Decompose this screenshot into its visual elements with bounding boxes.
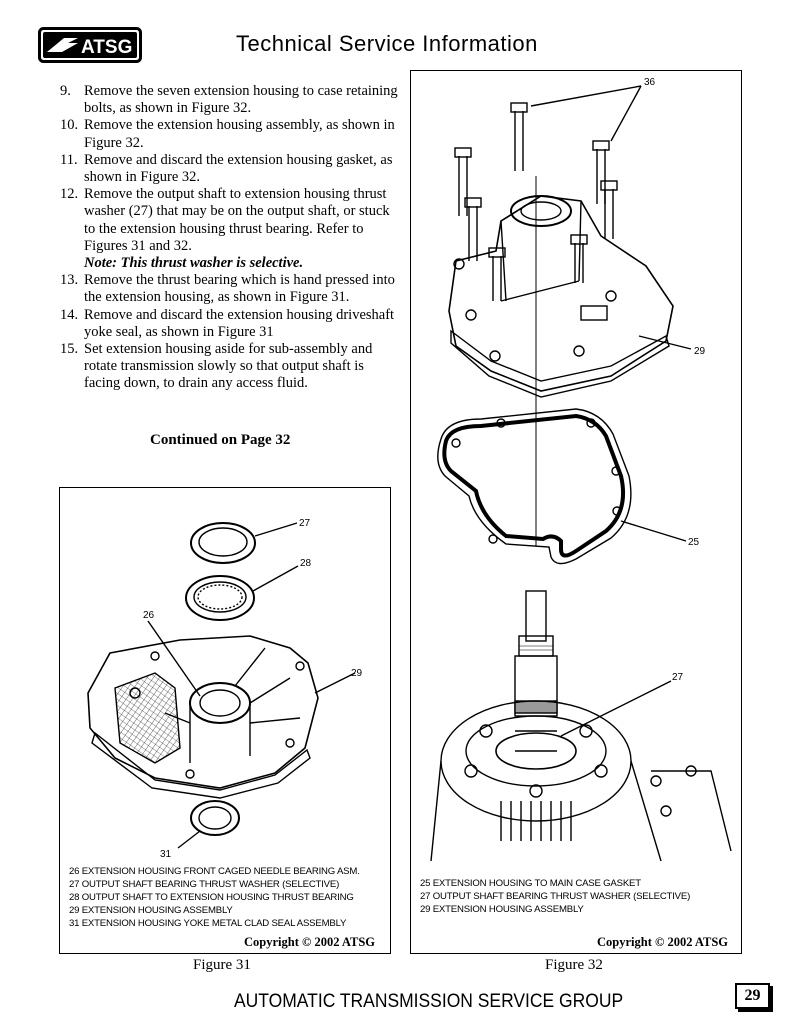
callout-29: 29 (351, 668, 363, 679)
callout-29: 29 (694, 346, 706, 357)
callout-31: 31 (160, 849, 172, 860)
step-10: 10.Remove the extension housing assembly… (60, 117, 395, 151)
legend-item: 27 OUTPUT SHAFT BEARING THRUST WASHER (S… (69, 879, 340, 890)
atsg-logo: ATSG (38, 27, 142, 63)
step-14: 14.Remove and discard the extension hous… (60, 306, 395, 340)
figure-31-caption: Figure 31 (193, 957, 251, 973)
legend-item: 29 EXTENSION HOUSING ASSEMBLY (420, 904, 584, 915)
step-11: 11.Remove and discard the extension hous… (60, 151, 393, 186)
step-12-note: Note: This thrust washer is selective. (84, 255, 304, 272)
callout-25: 25 (688, 537, 700, 548)
step-9: 9.Remove the seven extension housing to … (60, 83, 398, 117)
legend-item: 26 EXTENSION HOUSING FRONT CAGED NEEDLE … (69, 866, 360, 877)
figure-31-legend: 26 EXTENSION HOUSING FRONT CAGED NEEDLE … (69, 865, 360, 930)
callout-28: 28 (300, 558, 312, 569)
figure-31: 27 28 26 29 31 26 EXTENSION HOUSING FRON… (59, 487, 391, 954)
figure-31-copyright: Copyright © 2002 ATSG (244, 935, 375, 949)
step-13: 13.Remove the thrust bearing which is ha… (60, 272, 395, 306)
figure-32-copyright: Copyright © 2002 ATSG (597, 935, 728, 949)
logo-text: ATSG (81, 37, 132, 58)
page-title: Technical Service Information (236, 31, 538, 56)
figure-32: 36 29 25 27 25 EXTENSION HOUSING TO MAIN… (410, 70, 742, 954)
legend-item: 27 OUTPUT SHAFT BEARING THRUST WASHER (S… (420, 891, 691, 902)
step-15: 15.Set extension housing aside for sub-a… (60, 341, 373, 392)
legend-item: 28 OUTPUT SHAFT TO EXTENSION HOUSING THR… (69, 892, 354, 903)
callout-27: 27 (299, 518, 311, 529)
callout-26: 26 (143, 610, 155, 621)
figure-32-illustration: 36 29 25 27 (430, 77, 732, 862)
callout-27: 27 (672, 672, 684, 683)
step-12: 12.Remove the output shaft to extension … (60, 186, 390, 254)
page-number: 29 (735, 983, 770, 1009)
legend-item: 31 EXTENSION HOUSING YOKE METAL CLAD SEA… (69, 918, 347, 929)
callout-36: 36 (644, 77, 656, 88)
instruction-steps: 9.Remove the seven extension housing to … (60, 83, 400, 393)
footer-text: AUTOMATIC TRANSMISSION SERVICE GROUP (234, 991, 624, 1012)
legend-item: 25 EXTENSION HOUSING TO MAIN CASE GASKET (420, 878, 641, 889)
figure-31-illustration: 27 28 26 29 31 (87, 518, 363, 860)
figure-32-legend: 25 EXTENSION HOUSING TO MAIN CASE GASKET… (420, 877, 690, 916)
continued-note: Continued on Page 32 (150, 432, 291, 448)
figure-32-caption: Figure 32 (545, 957, 603, 973)
legend-item: 29 EXTENSION HOUSING ASSEMBLY (69, 905, 233, 916)
